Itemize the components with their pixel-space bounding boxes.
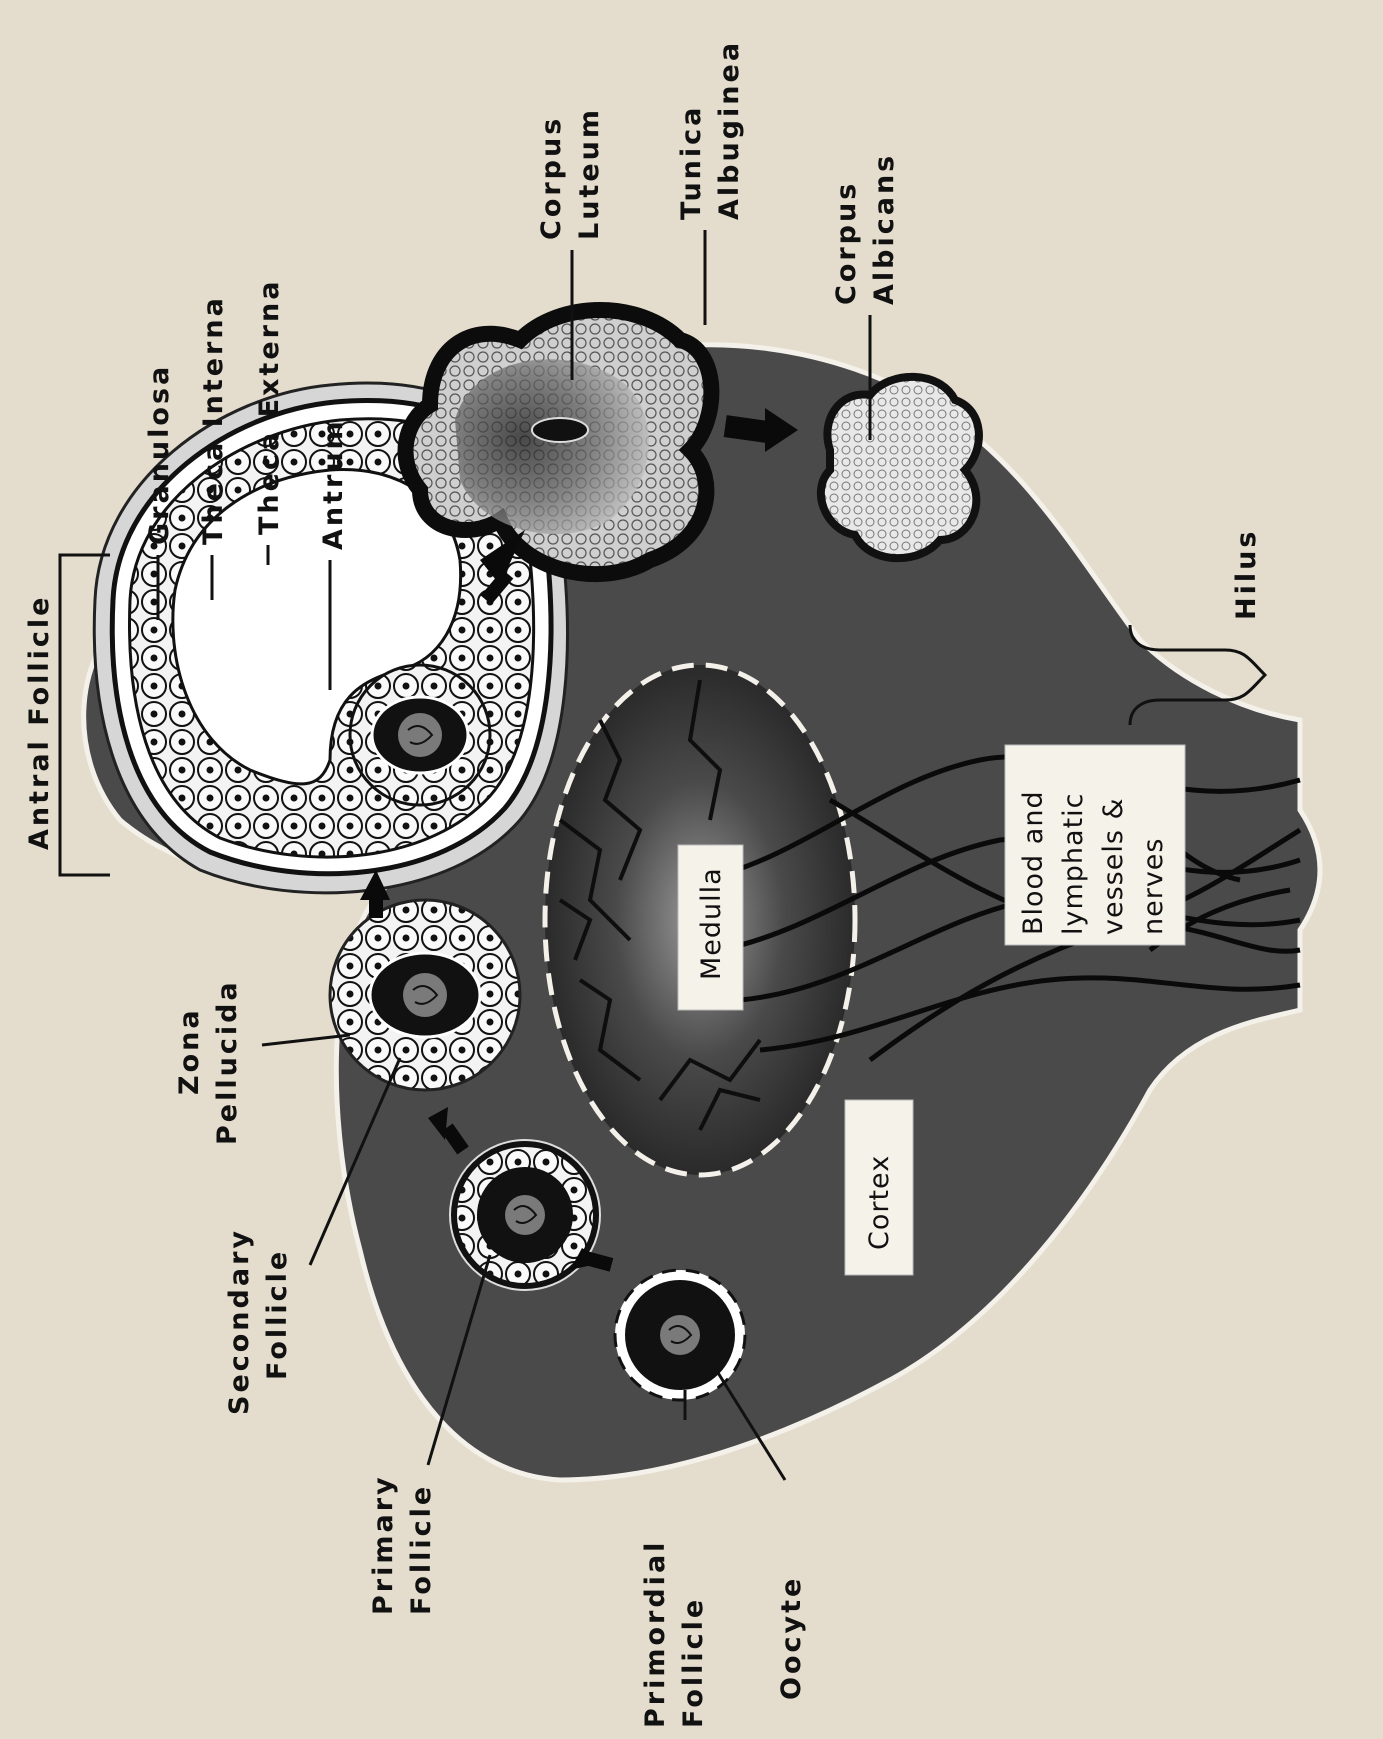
theca-interna-label: Theca Interna: [198, 295, 229, 545]
hilus-label: Hilus: [1231, 529, 1262, 620]
cortex-label-box: Cortex: [845, 1100, 913, 1275]
corpus-luteum-line-1: Corpus: [536, 116, 567, 240]
corpus-albicans: [821, 377, 979, 558]
antral-follicle-label: Antral Follicle: [24, 595, 55, 850]
theca-externa-label: Theca Externa: [254, 279, 285, 535]
cortex-label: Cortex: [864, 1155, 895, 1250]
medulla-label-box: Medulla: [678, 845, 743, 1010]
corpus-albicans-line-2: Albicans: [869, 153, 900, 305]
corpus-luteum-center: [532, 418, 588, 442]
secondary-follicle-line-2: Follicle: [262, 1249, 293, 1380]
primary-follicle-line-2: Follicle: [406, 1484, 437, 1615]
blood-vessels-label-box: Blood and lymphatic vessels & nerves: [1005, 745, 1185, 945]
blood-vessels-line-2: lymphatic: [1058, 792, 1089, 935]
blood-vessels-line-1: Blood and: [1018, 790, 1049, 935]
corpus-luteum-line-2: Luteum: [574, 107, 605, 240]
secondary-follicle-line-1: Secondary: [224, 1228, 255, 1415]
blood-vessels-line-3: vessels &: [1098, 797, 1129, 935]
corpus-albicans-line-1: Corpus: [831, 181, 862, 305]
medulla-label: Medulla: [696, 867, 727, 980]
tunica-albuginea-line-1: Tunica: [676, 105, 707, 220]
oocyte-label: Oocyte: [776, 1576, 807, 1700]
granulosa-label: Granulosa: [144, 364, 175, 545]
primary-follicle-line-1: Primary: [368, 1474, 399, 1615]
zona-pellucida-line-1: Zona: [174, 1007, 205, 1095]
primordial-follicle-line-1: Primordial: [640, 1540, 671, 1728]
blood-vessels-line-4: nerves: [1138, 838, 1169, 935]
antrum-label: Antrum: [318, 418, 349, 550]
primordial-follicle-line-2: Follicle: [678, 1597, 709, 1728]
secondary-follicle: [330, 900, 520, 1090]
tunica-albuginea-line-2: Albuginea: [714, 40, 745, 220]
primordial-follicle: [615, 1270, 745, 1400]
zona-pellucida-line-2: Pellucida: [212, 979, 243, 1145]
